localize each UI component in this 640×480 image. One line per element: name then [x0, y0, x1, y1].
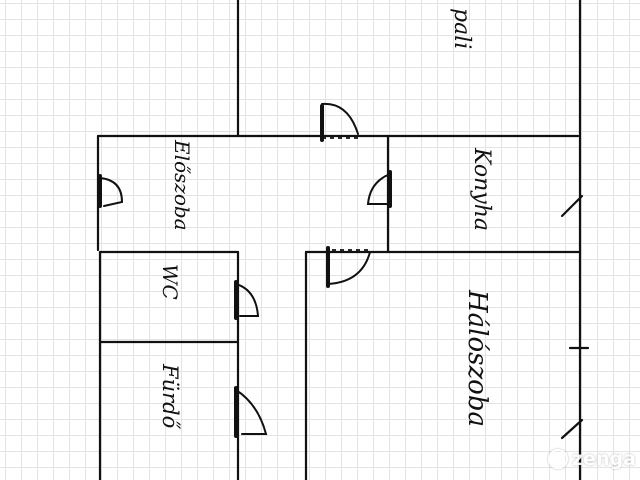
- watermark-text: zenga: [572, 448, 636, 470]
- zenga-watermark: zenga: [548, 448, 636, 470]
- room-label-kitchen: Konyha: [469, 148, 494, 231]
- door-swing: [321, 102, 359, 135]
- room-label-hallway: Előszoba: [170, 140, 194, 231]
- door-swing: [235, 389, 268, 435]
- door-swing: [366, 173, 391, 205]
- door-swing: [235, 283, 260, 317]
- room-label-wc: WC: [158, 264, 182, 300]
- room-label-bedroom: Hálószoba: [462, 290, 492, 427]
- door-swing: [327, 251, 371, 285]
- door-swing: [99, 177, 124, 207]
- room-label-balcony: pali: [449, 8, 474, 50]
- room-label-bathroom: Fürdő: [158, 364, 182, 429]
- zenga-logo-icon: [548, 449, 568, 469]
- window-mark: [560, 418, 584, 440]
- window-mark: [560, 194, 584, 218]
